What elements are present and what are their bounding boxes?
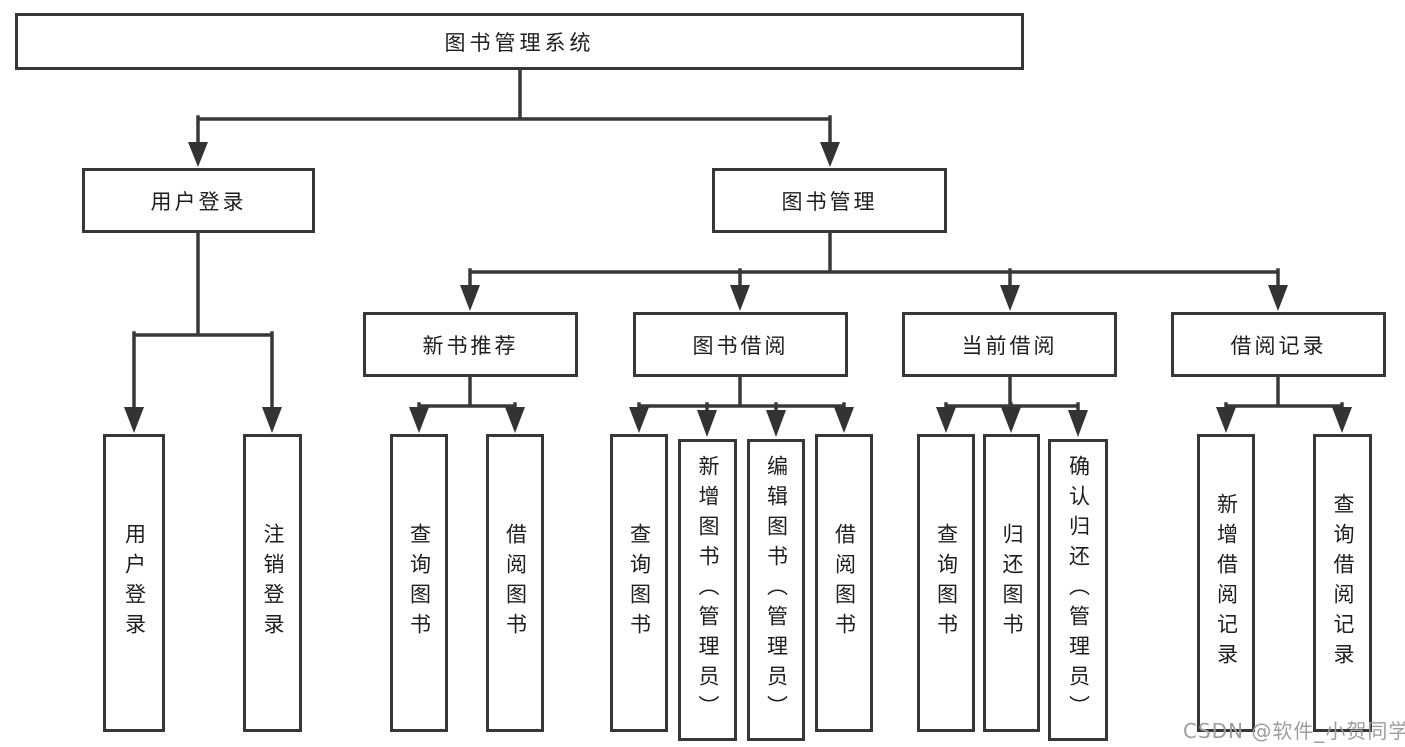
node-label: 新增图书（管理员） — [696, 455, 721, 725]
node-label: 借阅图书 — [832, 523, 857, 643]
node-label: 用户登录 — [122, 523, 147, 643]
node-user-login-module: 用户登录 — [82, 168, 315, 233]
node-label: 编辑图书（管理员） — [764, 455, 789, 725]
connector-book-management-branch — [460, 231, 1288, 311]
node-query-borrow-record: 查询借阅记录 — [1313, 434, 1372, 732]
node-label: 确认归还（管理员） — [1066, 455, 1091, 725]
node-borrow-book-under-recommend: 借阅图书 — [486, 434, 544, 732]
node-label: 查询图书 — [627, 523, 652, 643]
node-query-book-under-recommend: 查询图书 — [390, 434, 448, 732]
connector-borrow-records-branch — [1216, 375, 1352, 433]
node-borrow-book-leaf: 借阅图书 — [815, 434, 873, 732]
node-query-book-under-current: 查询图书 — [917, 434, 975, 732]
node-label: 查询图书 — [934, 523, 959, 643]
node-borrowing-records: 借阅记录 — [1171, 312, 1386, 377]
node-label: 查询图书 — [407, 523, 432, 643]
node-user-login-leaf: 用户登录 — [103, 434, 165, 732]
connector-book-borrow-branch — [629, 375, 854, 437]
node-add-book-admin: 新增图书（管理员） — [678, 439, 737, 741]
connector-user-login-branch — [124, 231, 282, 433]
node-label: 注销登录 — [261, 523, 286, 643]
node-new-book-recommend: 新书推荐 — [363, 312, 578, 377]
connector-new-book-branch — [409, 375, 525, 433]
connector-root-to-level2 — [188, 68, 840, 167]
node-query-book-under-borrowing: 查询图书 — [610, 434, 668, 732]
node-logout-leaf: 注销登录 — [243, 434, 302, 732]
node-book-borrowing: 图书借阅 — [633, 312, 848, 377]
node-current-borrowing: 当前借阅 — [902, 312, 1117, 377]
node-label: 新增借阅记录 — [1214, 493, 1239, 673]
node-label: 归还图书 — [1000, 523, 1025, 643]
node-library-management-system: 图书管理系统 — [15, 13, 1024, 70]
node-add-borrow-record: 新增借阅记录 — [1197, 434, 1255, 732]
node-return-book: 归还图书 — [983, 434, 1040, 732]
node-confirm-return-admin: 确认归还（管理员） — [1048, 439, 1108, 741]
node-label: 借阅图书 — [503, 523, 528, 643]
node-book-management-module: 图书管理 — [712, 168, 947, 233]
connector-current-borrow-branch — [936, 375, 1088, 437]
node-label: 查询借阅记录 — [1331, 493, 1356, 673]
node-edit-book-admin: 编辑图书（管理员） — [747, 439, 805, 741]
csdn-watermark: CSDN @软件_小贺同学 — [1183, 719, 1405, 743]
